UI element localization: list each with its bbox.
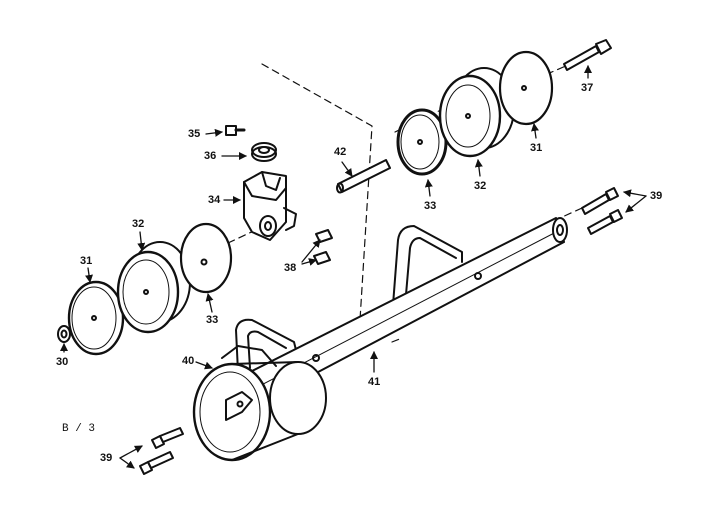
nut-30 [57, 325, 71, 343]
frame-assembly [192, 217, 568, 462]
wheel-32-left [116, 241, 191, 334]
callout-42: 42 [334, 146, 347, 158]
callout-31-left: 31 [80, 255, 93, 267]
callout-41: 41 [368, 376, 381, 388]
left-wheel-assembly [57, 222, 233, 356]
callout-35: 35 [188, 128, 201, 140]
bolts-39-top [581, 187, 623, 235]
callout-39-bottom: 39 [100, 452, 113, 464]
callout-33-right: 33 [424, 200, 437, 212]
bracket-34 [243, 171, 297, 241]
callout-38: 38 [284, 262, 297, 274]
bolt-37 [563, 39, 612, 71]
hubcap-31-right [498, 50, 554, 126]
front-u-bracket [235, 318, 299, 373]
axle-pin-42 [336, 159, 391, 194]
callout-37: 37 [581, 82, 594, 94]
bolt-35 [225, 125, 246, 136]
drawing-reference-note: B / 3 [62, 423, 96, 435]
callout-30: 30 [56, 356, 69, 368]
bracket-assembly [225, 125, 333, 265]
callout-34: 34 [208, 194, 221, 206]
disc-33-left [179, 222, 233, 294]
callout-36: 36 [204, 150, 217, 162]
bolts-39-bottom [139, 427, 184, 475]
callout-31-right: 31 [530, 142, 543, 154]
callout-40: 40 [182, 355, 195, 367]
screws-38 [313, 229, 333, 265]
right-wheel-assembly [396, 39, 612, 176]
callout-32-left: 32 [132, 218, 145, 230]
callout-33-left: 33 [206, 314, 219, 326]
rear-u-bracket [391, 225, 463, 319]
leader-arrows [60, 65, 647, 469]
hubcap-31-left [67, 280, 125, 356]
callout-32-right: 32 [474, 180, 487, 192]
callout-39-top: 39 [650, 190, 663, 202]
bushing-36 [251, 142, 277, 162]
wheel-40 [192, 345, 327, 462]
disc-33-right [396, 108, 448, 176]
